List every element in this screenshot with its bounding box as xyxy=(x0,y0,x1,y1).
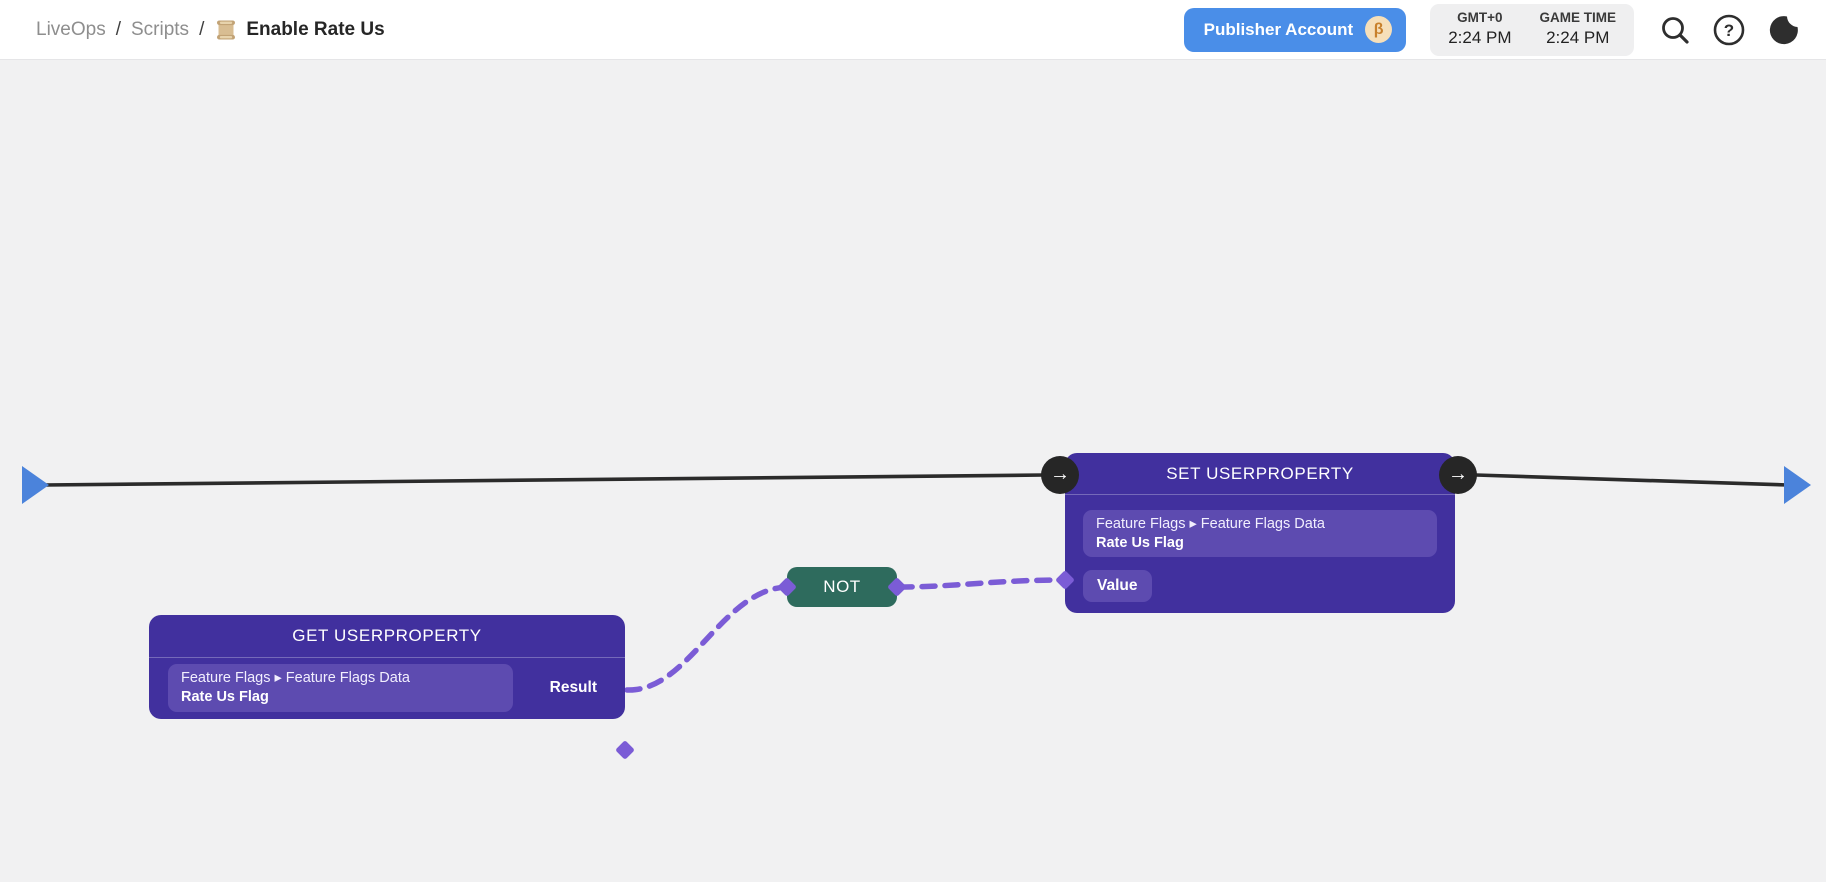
search-icon[interactable] xyxy=(1658,13,1692,47)
flow-edge-set-to-exit[interactable] xyxy=(1475,473,1789,487)
topbar-actions: Publisher Account β GMT+0 2:24 PM GAME T… xyxy=(1183,3,1806,56)
node-title: GET USERPROPERTY xyxy=(149,615,625,658)
flow-in-port[interactable]: → xyxy=(1041,456,1079,494)
svg-text:?: ? xyxy=(1724,21,1734,40)
arrow-right-icon: → xyxy=(1050,463,1070,485)
node-get-userproperty[interactable]: GET USERPROPERTY Feature Flags ▸ Feature… xyxy=(149,615,635,760)
exit-point-triangle[interactable] xyxy=(1784,466,1811,504)
breadcrumb: LiveOps / Scripts / Enable Rate Us xyxy=(36,18,385,42)
moon-icon[interactable] xyxy=(1766,13,1800,47)
arrow-right-icon: → xyxy=(1448,463,1468,485)
breadcrumb-current: Enable Rate Us xyxy=(214,18,385,42)
top-bar: LiveOps / Scripts / Enable Rate Us Publi… xyxy=(0,0,1826,60)
game-time-clock: GAME TIME 2:24 PM xyxy=(1540,10,1617,48)
timezone-clock: GMT+0 2:24 PM xyxy=(1448,10,1511,48)
game-time-value: 2:24 PM xyxy=(1546,28,1610,48)
clock-panel: GMT+0 2:24 PM GAME TIME 2:24 PM xyxy=(1430,3,1634,56)
node-not[interactable]: NOT xyxy=(777,567,907,607)
scroll-icon xyxy=(217,20,236,39)
property-name: Rate Us Flag xyxy=(1096,534,1184,551)
value-input-pill[interactable]: Value xyxy=(1083,570,1152,603)
data-edge-result-to-not[interactable] xyxy=(624,584,792,693)
property-selector[interactable]: Feature Flags ▸ Feature Flags Data Rate … xyxy=(1083,510,1437,558)
result-port-label: Result xyxy=(549,679,597,696)
icon-bar: ? xyxy=(1658,13,1806,47)
property-selector[interactable]: Feature Flags ▸ Feature Flags Data Rate … xyxy=(168,664,513,712)
timezone-time: 2:24 PM xyxy=(1448,28,1512,48)
page-title: Enable Rate Us xyxy=(246,18,385,40)
property-path: Feature Flags ▸ Feature Flags Data xyxy=(1096,516,1325,532)
property-path: Feature Flags ▸ Feature Flags Data xyxy=(181,670,410,687)
game-time-label: GAME TIME xyxy=(1539,10,1617,26)
breadcrumb-scripts[interactable]: Scripts xyxy=(130,18,190,40)
breadcrumb-liveops[interactable]: LiveOps xyxy=(36,18,106,40)
breadcrumb-separator: / xyxy=(199,18,205,40)
timezone-label: GMT+0 xyxy=(1457,10,1503,26)
flow-edge-entry-to-set[interactable] xyxy=(43,473,1045,487)
node-title: SET USERPROPERTY xyxy=(1065,453,1455,495)
beta-badge: β xyxy=(1365,16,1393,43)
publisher-account-label: Publisher Account xyxy=(1203,19,1354,39)
flow-out-port[interactable]: → xyxy=(1439,456,1477,494)
breadcrumb-separator: / xyxy=(115,18,121,40)
help-icon[interactable]: ? xyxy=(1712,13,1746,47)
node-title: NOT xyxy=(823,577,861,596)
node-set-userproperty[interactable]: SET USERPROPERTY Feature Flags ▸ Feature… xyxy=(1041,453,1477,613)
publisher-account-button[interactable]: Publisher Account β xyxy=(1183,7,1407,52)
data-edge-not-to-value[interactable] xyxy=(896,577,1065,590)
property-name: Rate Us Flag xyxy=(181,689,269,705)
entry-point-triangle[interactable] xyxy=(22,466,49,504)
script-graph-canvas[interactable]: GET USERPROPERTY Feature Flags ▸ Feature… xyxy=(0,60,1826,882)
